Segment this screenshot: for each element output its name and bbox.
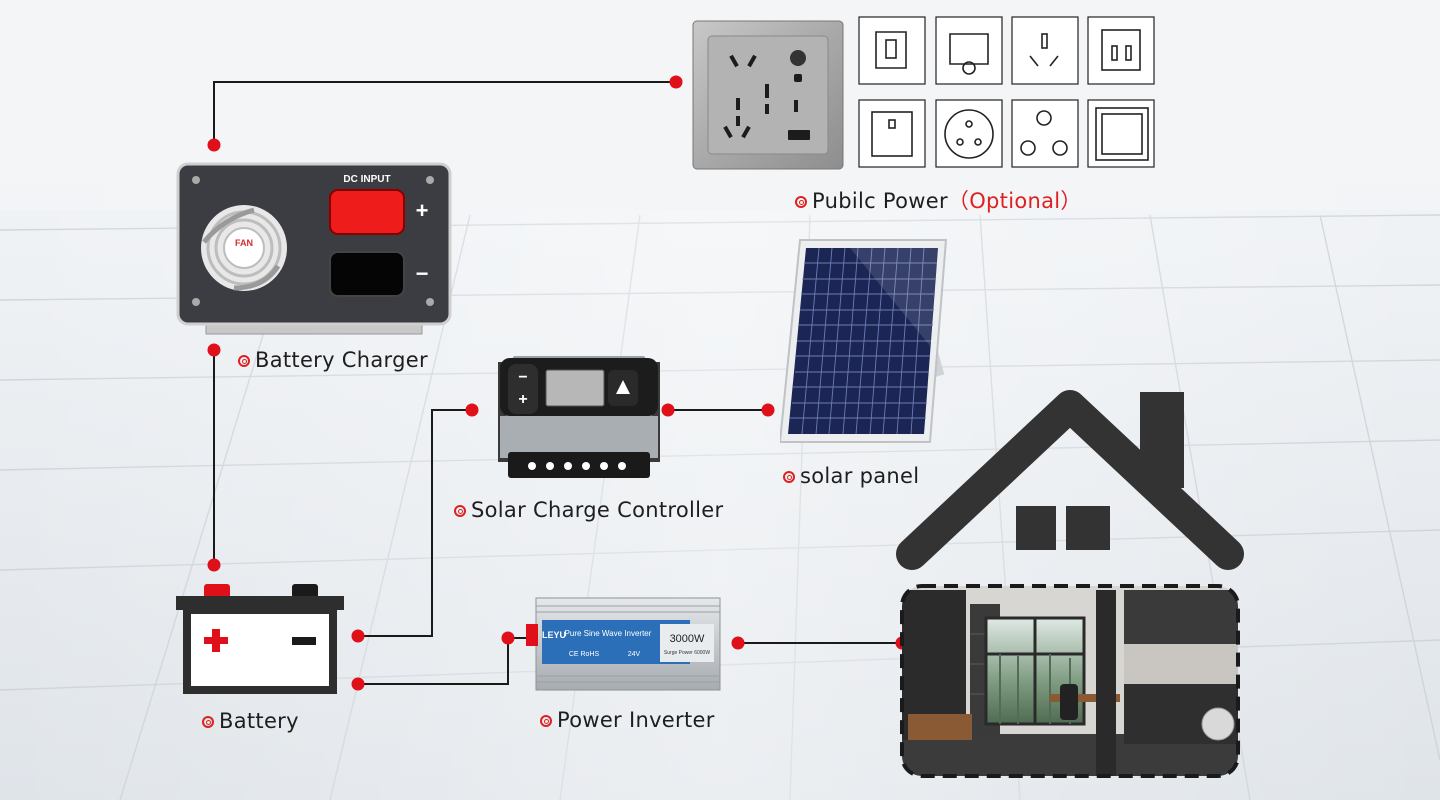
wire-charger-to-public-power <box>213 81 676 145</box>
bullet-icon <box>238 355 250 367</box>
solar-panel-text: solar panel <box>800 464 920 488</box>
charger-fan-text: FAN <box>235 238 253 248</box>
solar-panel-image <box>780 239 948 443</box>
inverter-brand-text: LEYU <box>542 630 566 640</box>
battery-text: Battery <box>219 709 299 733</box>
battery-charger-image: FAN DC INPUT + − <box>176 162 452 335</box>
inverter-surge-text: Surge Power 6000W <box>664 650 710 656</box>
battery-charger-text: Battery Charger <box>255 348 428 372</box>
house-interior-image <box>900 584 1240 778</box>
public-power-label: Pubilc Power（Optional） <box>795 185 1082 215</box>
wire-battery-to-controller <box>358 409 472 637</box>
wall-socket-image <box>692 20 844 170</box>
inverter-voltage-text: 24V <box>628 651 641 658</box>
bullet-icon <box>783 471 795 483</box>
inverter-wattage-text: 3000W <box>670 633 705 645</box>
power-inverter-image: LEYU Pure Sine Wave Inverter CE RoHS 24V… <box>526 597 721 691</box>
svg-text:+: + <box>518 391 527 408</box>
solar-charge-controller-text: Solar Charge Controller <box>471 498 724 522</box>
charger-minus-text: − <box>416 261 429 286</box>
solar-charge-controller-image: − + <box>498 356 660 478</box>
socket-types-grid <box>858 16 1155 168</box>
public-power-text: Pubilc Power <box>812 189 948 213</box>
wire-battery-to-inverter <box>358 637 528 685</box>
inverter-title-text: Pure Sine Wave Inverter <box>565 629 652 638</box>
bullet-icon <box>795 196 807 208</box>
solar-charge-controller-label: Solar Charge Controller <box>454 498 723 522</box>
house-roof-icon <box>896 390 1244 570</box>
charger-plus-text: + <box>416 198 429 223</box>
power-inverter-label: Power Inverter <box>540 708 715 732</box>
charger-dc-input-text: DC INPUT <box>343 174 390 185</box>
solar-panel-label: solar panel <box>783 464 919 488</box>
battery-icon <box>176 584 344 694</box>
bullet-icon <box>202 716 214 728</box>
battery-label: Battery <box>202 709 299 733</box>
bullet-icon <box>454 505 466 517</box>
optional-note: （Optional） <box>947 189 1082 213</box>
inverter-certs-text: CE RoHS <box>569 651 600 658</box>
battery-charger-label: Battery Charger <box>238 348 428 372</box>
bullet-icon <box>540 715 552 727</box>
power-inverter-text: Power Inverter <box>557 708 715 732</box>
svg-text:−: − <box>518 369 527 386</box>
